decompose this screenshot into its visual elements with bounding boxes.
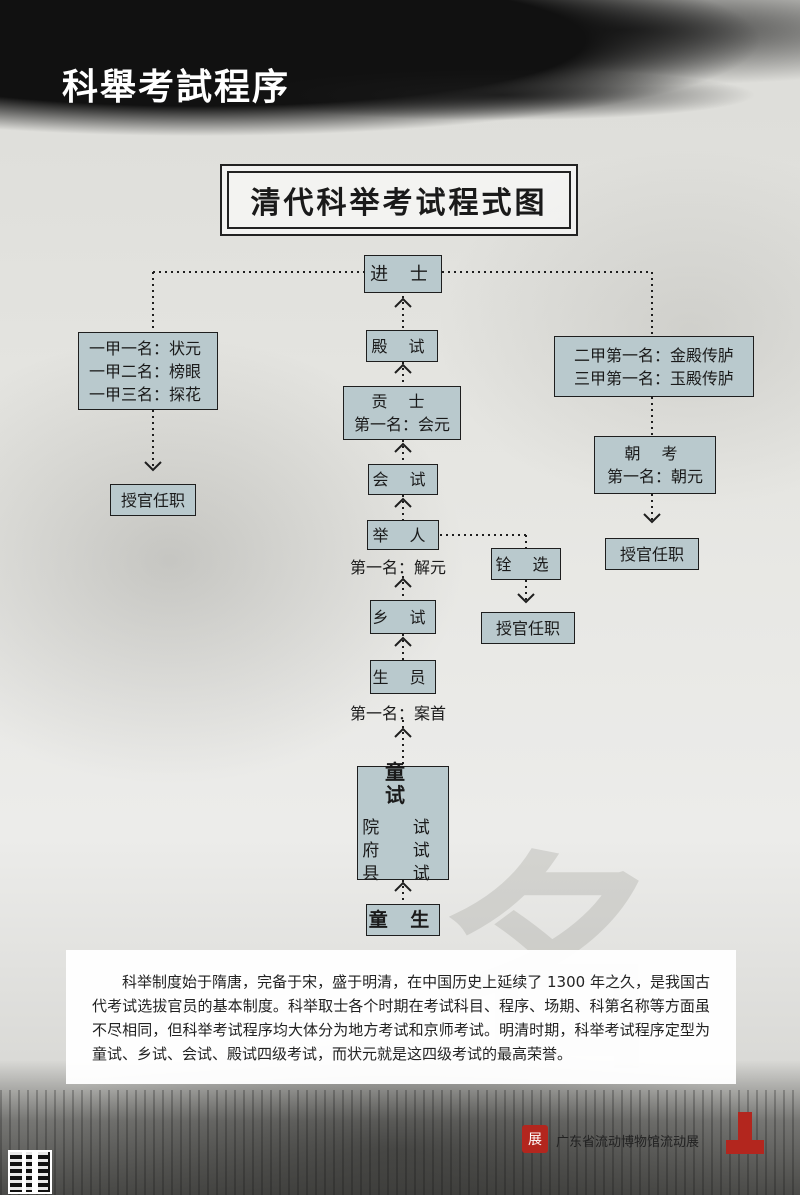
yijia-zhuangyuan: 一甲一名：状元 <box>89 338 202 358</box>
shengyuan-first: 第一名：案首 <box>350 704 447 723</box>
node-quanxuan: 铨 选 <box>491 548 561 580</box>
node-juren: 举 人 <box>367 520 439 550</box>
node-shengyuan: 生 员 <box>370 660 436 694</box>
description-text: 科举制度始于隋唐，完备于宋，盛于明清，在中国历史上延续了 1300 年之久，是我… <box>66 950 736 1084</box>
chaokao-first: 第一名：朝元 <box>606 467 703 486</box>
tongshi-level-yuanshi: 院 试 <box>362 817 444 838</box>
erjia-yudian: 三甲第一名：玉殿传胪 <box>573 368 734 388</box>
tongshi-title: 童 试 <box>385 759 421 807</box>
museum-seal-icon: 展 <box>522 1125 548 1153</box>
temple-roof-texture <box>0 1090 800 1195</box>
tongshi-level-fushi: 府 试 <box>362 840 444 861</box>
node-tongshi: 童 试 院 试 府 试 县 试 <box>357 760 449 884</box>
museum-logo-base <box>726 1140 764 1154</box>
yijia-bangyan: 一甲二名：榜眼 <box>89 361 202 381</box>
juren-first: 第一名：解元 <box>350 558 447 577</box>
node-shouguan-left: 授官任职 <box>110 484 196 516</box>
chaokao-title: 朝 考 <box>624 444 686 463</box>
qr-code-pattern <box>8 1150 48 1190</box>
node-shouguan-right: 授官任职 <box>605 538 699 570</box>
erjia-jindian: 二甲第一名：金殿传胪 <box>573 345 734 365</box>
tongshi-level-xianshi: 县 试 <box>362 863 444 884</box>
yijia-tanhua: 一甲三名：探花 <box>89 384 202 404</box>
node-erjia: 二甲第一名：金殿传胪 三甲第一名：玉殿传胪 <box>554 336 754 397</box>
gongshi-first: 第一名：会元 <box>353 415 450 434</box>
node-chaokao: 朝 考 第一名：朝元 <box>594 436 716 494</box>
node-gongshi: 贡 士 第一名：会元 <box>343 386 461 440</box>
node-xiangshi: 乡 试 <box>370 600 436 634</box>
node-huishi: 会 试 <box>368 464 438 495</box>
node-tongsheng: 童 生 <box>366 904 440 936</box>
node-jinshi: 进 士 <box>364 255 442 293</box>
chart-title: 清代科举考试程式图 <box>227 171 571 229</box>
page-title: 科舉考試程序 <box>62 66 291 108</box>
organizer-name: 广东省流动博物馆流动展 <box>556 1135 700 1150</box>
node-yijia: 一甲一名：状元 一甲二名：榜眼 一甲三名：探花 <box>78 332 218 410</box>
ink-brush-stroke <box>200 60 800 130</box>
node-shouguan-mid: 授官任职 <box>481 612 575 644</box>
chart-title-frame: 清代科举考试程式图 <box>220 164 578 236</box>
gongshi-title: 贡 士 <box>371 392 433 411</box>
node-dianshi: 殿 试 <box>366 330 438 362</box>
